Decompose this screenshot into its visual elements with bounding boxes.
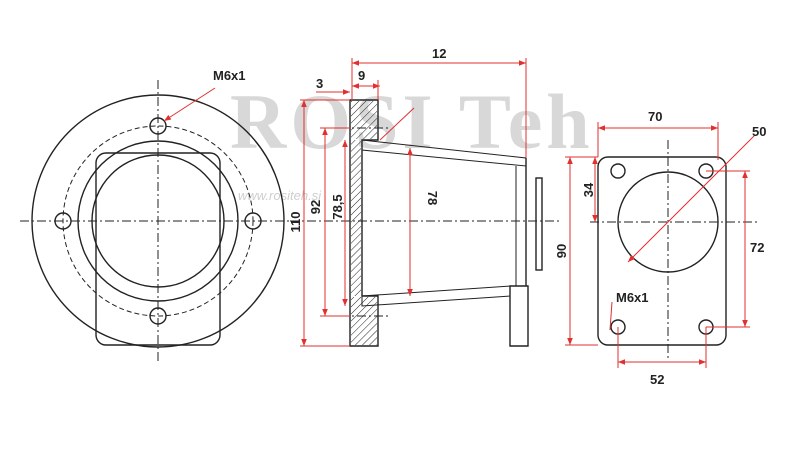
dim-width: 70 — [648, 109, 662, 124]
dim-flange-thickness: 3 — [316, 76, 323, 91]
washer — [535, 177, 543, 271]
rear-flange-bottom — [509, 285, 529, 347]
dim-inner-diameter: 78,5 — [330, 194, 345, 219]
dim-step: 9 — [358, 68, 365, 83]
leader-side — [379, 107, 415, 141]
thread-leader-left — [163, 87, 216, 122]
rear-hole-tl — [610, 163, 626, 179]
dim-line-bore-diameter — [627, 134, 756, 263]
thread-leader-right — [609, 301, 613, 331]
watermark-url: www.rositeh.si — [238, 188, 322, 203]
front-flange-hatch-mid — [351, 140, 361, 296]
front-view: M6x1 — [20, 68, 296, 362]
dim-outer-diameter: 110 — [288, 212, 303, 233]
side-view: 12 3 9 110 92 78,5 78 — [288, 46, 560, 347]
front-flange-hatch-bottom — [351, 297, 377, 345]
dim-bolt-circle: 92 — [308, 200, 323, 214]
thread-label-right: M6x1 — [616, 290, 649, 305]
dim-height: 90 — [554, 244, 569, 258]
dim-hole-spacing-v: 72 — [750, 240, 764, 255]
dim-bore-diameter: 50 — [752, 124, 766, 139]
dim-hole-spacing-h: 52 — [650, 372, 664, 387]
watermark: ROSI Teh www.rositeh.si — [230, 78, 594, 203]
rear-view: 70 50 34 90 72 52 M6x1 — [554, 109, 766, 387]
rear-plate — [597, 156, 727, 346]
front-flange-hatch-top — [351, 101, 377, 139]
dim-bore: 78 — [425, 191, 440, 205]
cone-wall-bottom — [361, 285, 511, 307]
dim-total-length: 12 — [432, 46, 446, 61]
thread-label-left: M6x1 — [213, 68, 246, 83]
dim-offset: 34 — [581, 182, 596, 197]
watermark-brand: ROSI Teh — [230, 78, 594, 165]
